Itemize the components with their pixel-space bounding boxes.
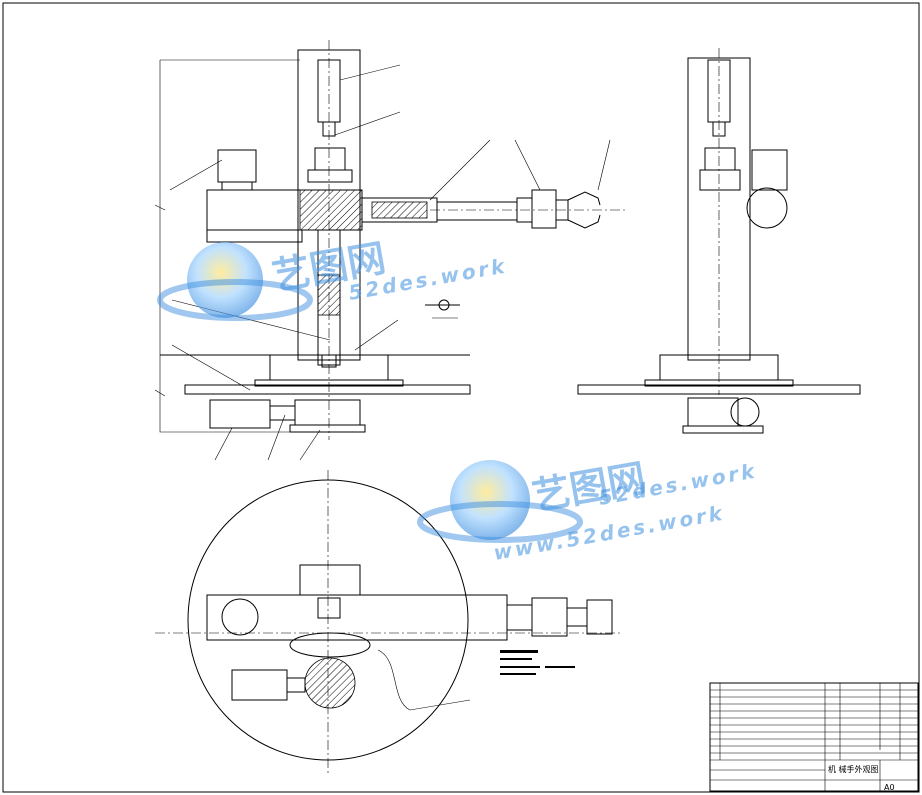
- title-block: 机 械手外观图 A0: [709, 682, 919, 792]
- drawing-name: 机 械手外观图: [828, 764, 879, 774]
- top-view: [155, 470, 620, 775]
- watermark-lower: 艺图网 52des.work www.52des.work: [417, 456, 759, 565]
- front-view: [154, 40, 625, 461]
- section-detail: [425, 299, 460, 319]
- watermark-upper: 艺图网 52des.work: [157, 236, 509, 321]
- sheet-size: A0: [884, 783, 895, 792]
- side-view: [577, 48, 861, 434]
